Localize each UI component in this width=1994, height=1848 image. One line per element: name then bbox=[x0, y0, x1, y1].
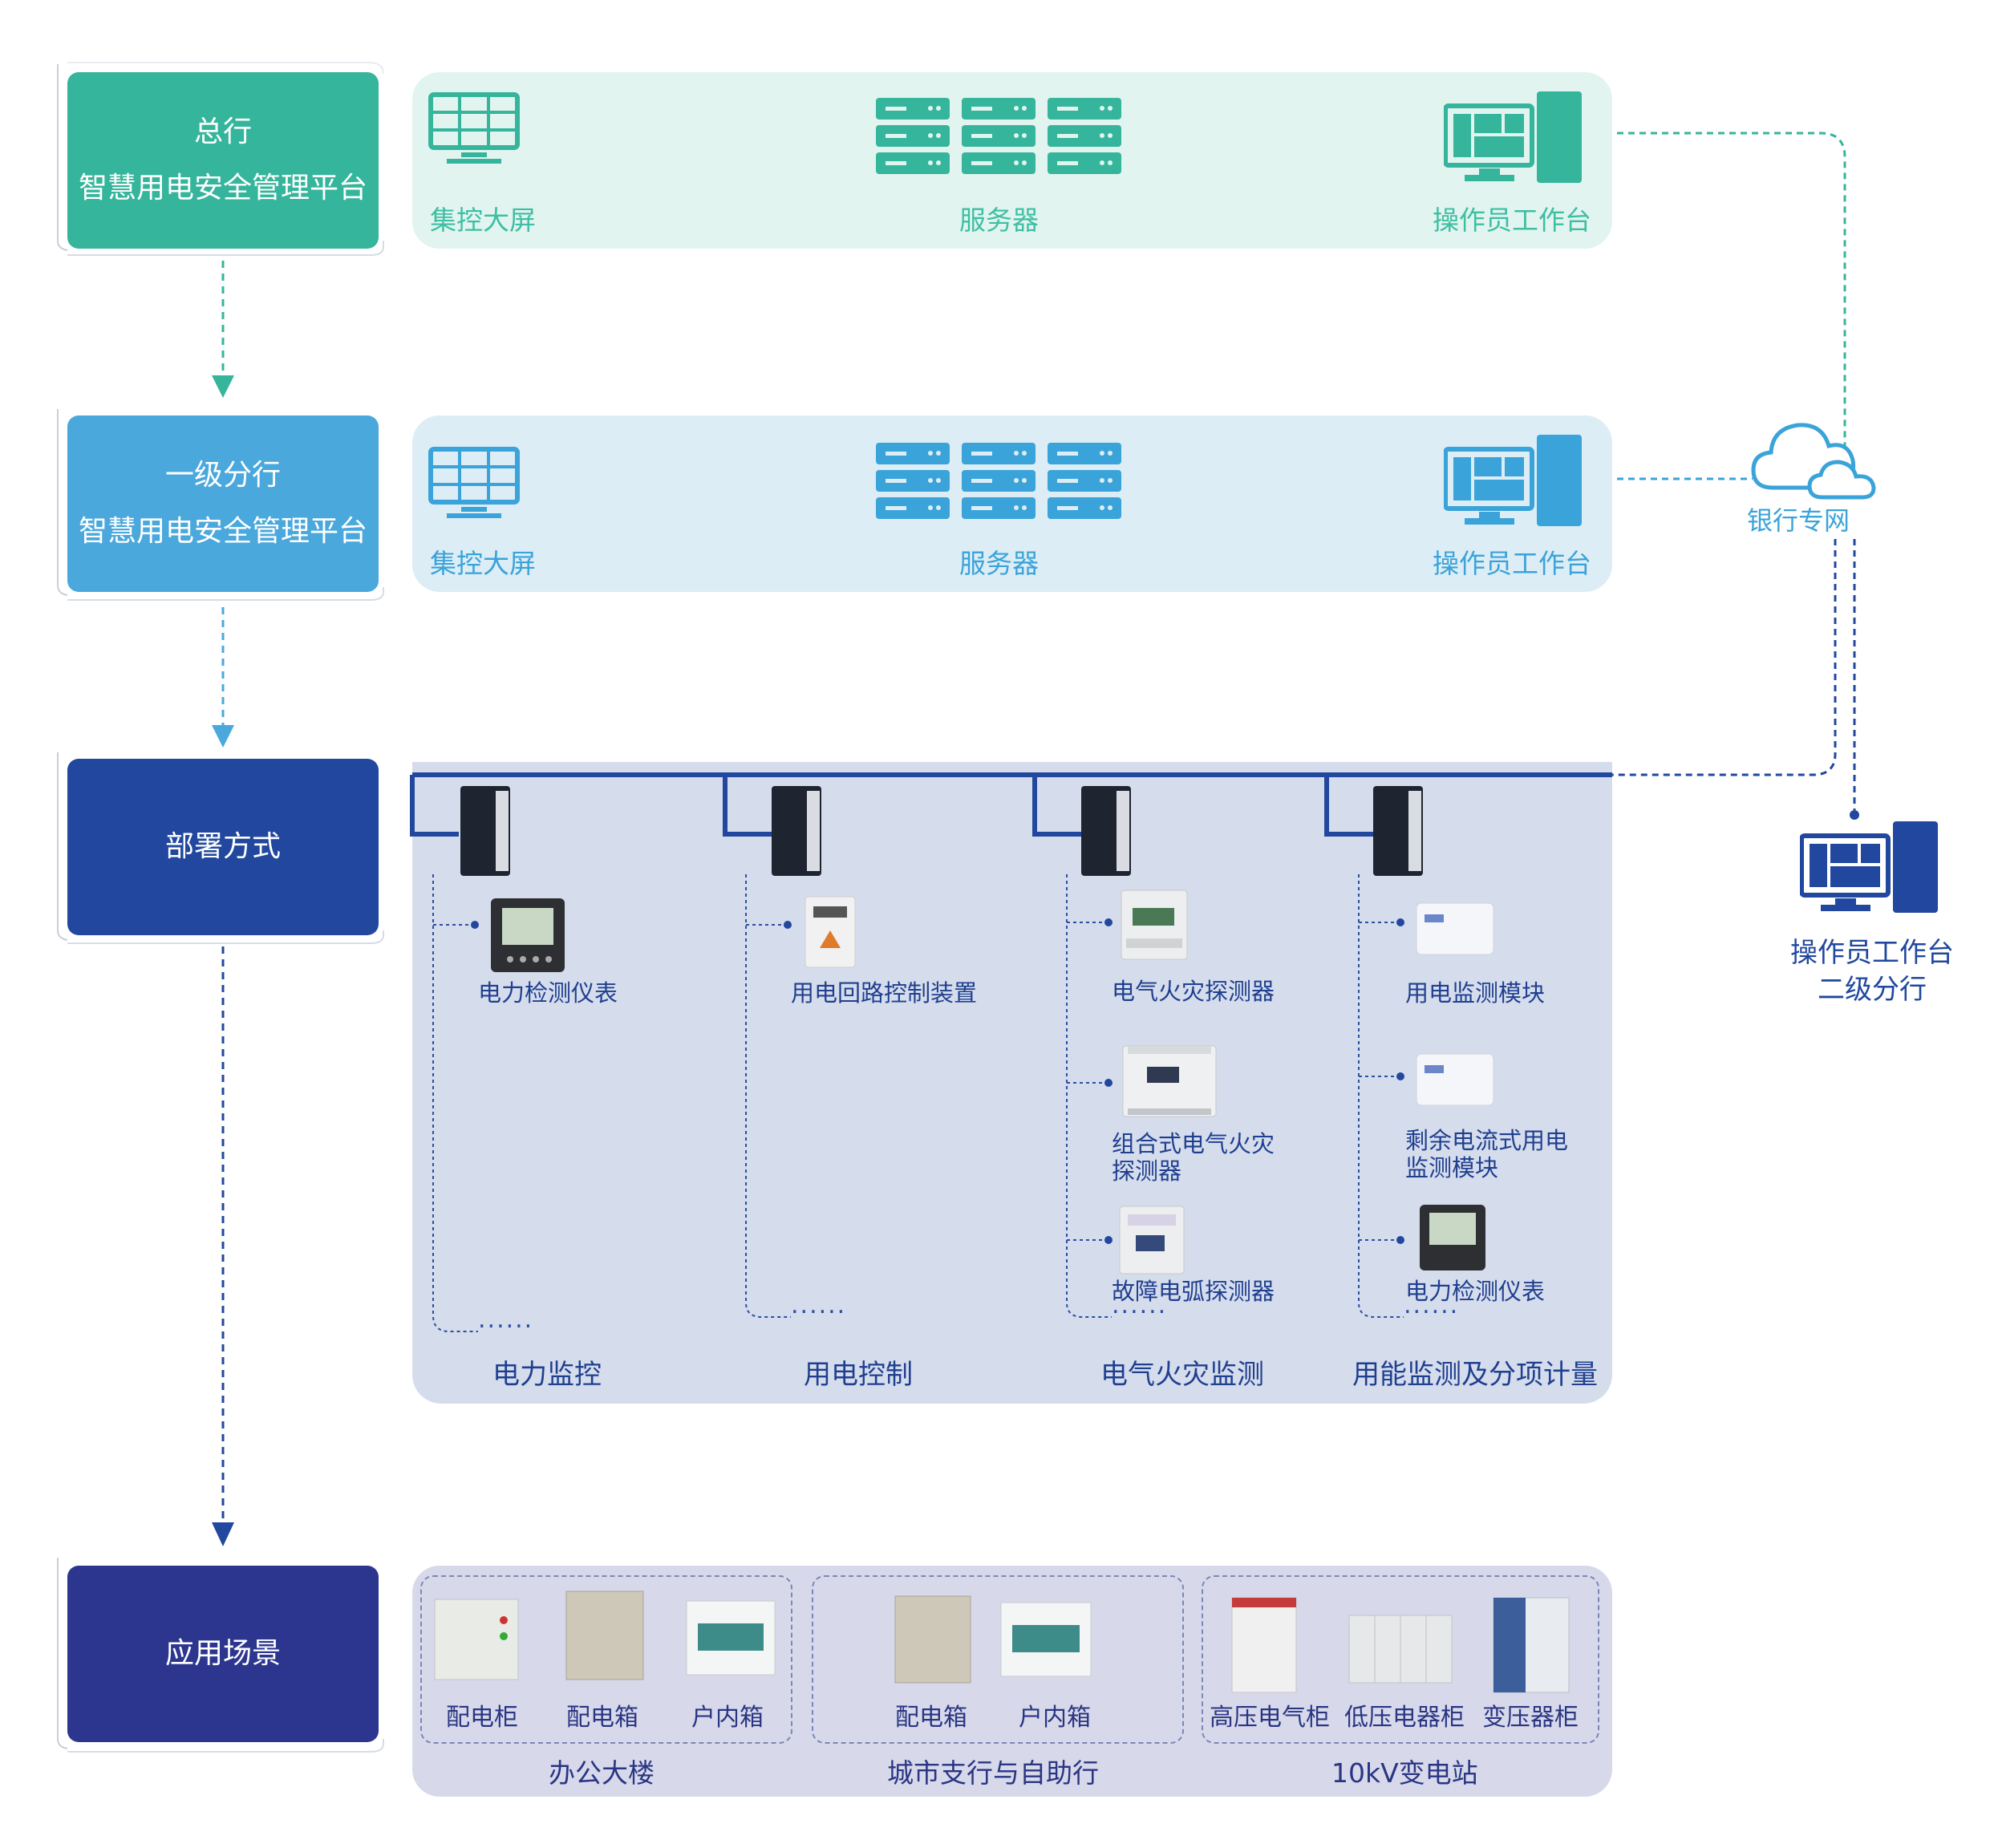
workstation-icon bbox=[1444, 91, 1582, 183]
device-label: 剩余电流式用电 bbox=[1405, 1127, 1569, 1154]
category-label: 电力监控 bbox=[492, 1359, 602, 1391]
scenario-item-label: 配电柜 bbox=[446, 1704, 518, 1732]
server-rack-icon bbox=[876, 443, 1121, 519]
distribution-box-icon bbox=[565, 1591, 644, 1680]
workstation-icon bbox=[1800, 821, 1938, 913]
device-label: 故障电弧探测器 bbox=[1112, 1278, 1275, 1305]
category-label: 用能监测及分项计量 bbox=[1352, 1359, 1598, 1391]
transformer-cabinet-icon bbox=[1493, 1597, 1570, 1693]
monitor-wall-icon bbox=[428, 92, 520, 164]
fire-detector-icon bbox=[1121, 890, 1188, 960]
scenario-group-frame bbox=[420, 1575, 792, 1744]
category-label: 用电控制 bbox=[804, 1359, 913, 1391]
distribution-cabinet-icon bbox=[434, 1599, 519, 1680]
scenario-item-label: 低压电器柜 bbox=[1344, 1704, 1465, 1732]
power-meter-icon bbox=[1420, 1205, 1485, 1270]
level2-branch-label: 二级分行 bbox=[1818, 974, 1927, 1006]
level-branch-1-platform: 智慧用电安全管理平台 bbox=[78, 515, 367, 548]
device-label: 用电监测模块 bbox=[1405, 979, 1546, 1007]
level-headquarters-title: 总行 bbox=[193, 116, 252, 148]
workstation-icon bbox=[1444, 435, 1582, 526]
hq-server-label: 服务器 bbox=[959, 205, 1039, 236]
level-branch-1: 一级分行 智慧用电安全管理平台 bbox=[67, 415, 379, 592]
level-application-label: 应用场景 bbox=[164, 1637, 281, 1670]
bank-network-label: 银行专网 bbox=[1747, 505, 1850, 536]
arc-fault-detector-icon bbox=[1119, 1206, 1185, 1275]
gateway-icon bbox=[460, 786, 1423, 876]
level-branch-1-title: 一级分行 bbox=[164, 459, 281, 492]
distribution-box-icon bbox=[894, 1595, 971, 1684]
level-application: 应用场景 bbox=[67, 1566, 379, 1742]
down-arrow-icon bbox=[212, 1522, 234, 1546]
device-label: 电气火灾探测器 bbox=[1112, 978, 1275, 1005]
device-label: 电力检测仪表 bbox=[478, 979, 618, 1007]
scenario-item-label: 户内箱 bbox=[691, 1704, 764, 1732]
level2-workstation-label: 操作员工作台 bbox=[1790, 937, 1954, 969]
cloud-icon bbox=[1751, 423, 1876, 500]
monitoring-module-icon bbox=[1416, 902, 1494, 955]
branch1-workstation-label: 操作员工作台 bbox=[1433, 548, 1591, 579]
server-rack-icon bbox=[876, 98, 1121, 174]
scenario-group-label: 城市支行与自助行 bbox=[887, 1757, 1099, 1789]
indoor-box-icon bbox=[686, 1600, 776, 1676]
level-headquarters: 总行 智慧用电安全管理平台 bbox=[67, 72, 379, 249]
level-deployment: 部署方式 bbox=[67, 759, 379, 935]
monitor-wall-icon bbox=[428, 447, 520, 518]
residual-current-module-icon bbox=[1416, 1053, 1494, 1106]
scenario-item-label: 户内箱 bbox=[1019, 1704, 1091, 1732]
branch1-screen-label: 集控大屏 bbox=[430, 548, 536, 579]
scenario-group-label: 10kV变电站 bbox=[1331, 1757, 1478, 1789]
scenario-group-frame bbox=[812, 1575, 1184, 1744]
more-ellipsis: ...... bbox=[1112, 1291, 1168, 1319]
branch1-server-label: 服务器 bbox=[959, 548, 1039, 579]
scenario-item-label: 高压电气柜 bbox=[1210, 1704, 1330, 1732]
down-arrow-icon bbox=[212, 725, 234, 748]
indoor-box-icon bbox=[1000, 1602, 1092, 1677]
hq-workstation-label: 操作员工作台 bbox=[1433, 205, 1591, 236]
device-label: 监测模块 bbox=[1405, 1154, 1499, 1181]
scenario-item-label: 配电箱 bbox=[895, 1704, 967, 1732]
low-voltage-cabinet-icon bbox=[1348, 1615, 1453, 1684]
scenario-group-frame bbox=[1202, 1575, 1599, 1744]
more-ellipsis: ...... bbox=[1404, 1291, 1460, 1319]
hq-screen-label: 集控大屏 bbox=[430, 205, 536, 236]
high-voltage-cabinet-icon bbox=[1231, 1597, 1297, 1693]
scenario-group-label: 办公大楼 bbox=[549, 1757, 655, 1789]
scenario-item-label: 变压器柜 bbox=[1482, 1704, 1579, 1732]
level-deployment-label: 部署方式 bbox=[164, 830, 281, 863]
device-label: 探测器 bbox=[1112, 1157, 1182, 1185]
device-label: 组合式电气火灾 bbox=[1112, 1130, 1275, 1157]
combined-fire-detector-icon bbox=[1122, 1045, 1217, 1117]
device-label: 用电回路控制装置 bbox=[791, 979, 978, 1007]
device-label: 电力检测仪表 bbox=[1405, 1278, 1546, 1305]
more-ellipsis: ...... bbox=[791, 1291, 847, 1319]
circuit-control-device-icon bbox=[804, 896, 856, 968]
level-headquarters-platform: 智慧用电安全管理平台 bbox=[78, 172, 367, 205]
category-label: 电气火灾监测 bbox=[1100, 1359, 1264, 1391]
scenario-item-label: 配电箱 bbox=[566, 1704, 638, 1732]
down-arrow-icon bbox=[212, 375, 234, 398]
more-ellipsis: ...... bbox=[478, 1306, 534, 1334]
power-meter-icon bbox=[491, 898, 565, 972]
